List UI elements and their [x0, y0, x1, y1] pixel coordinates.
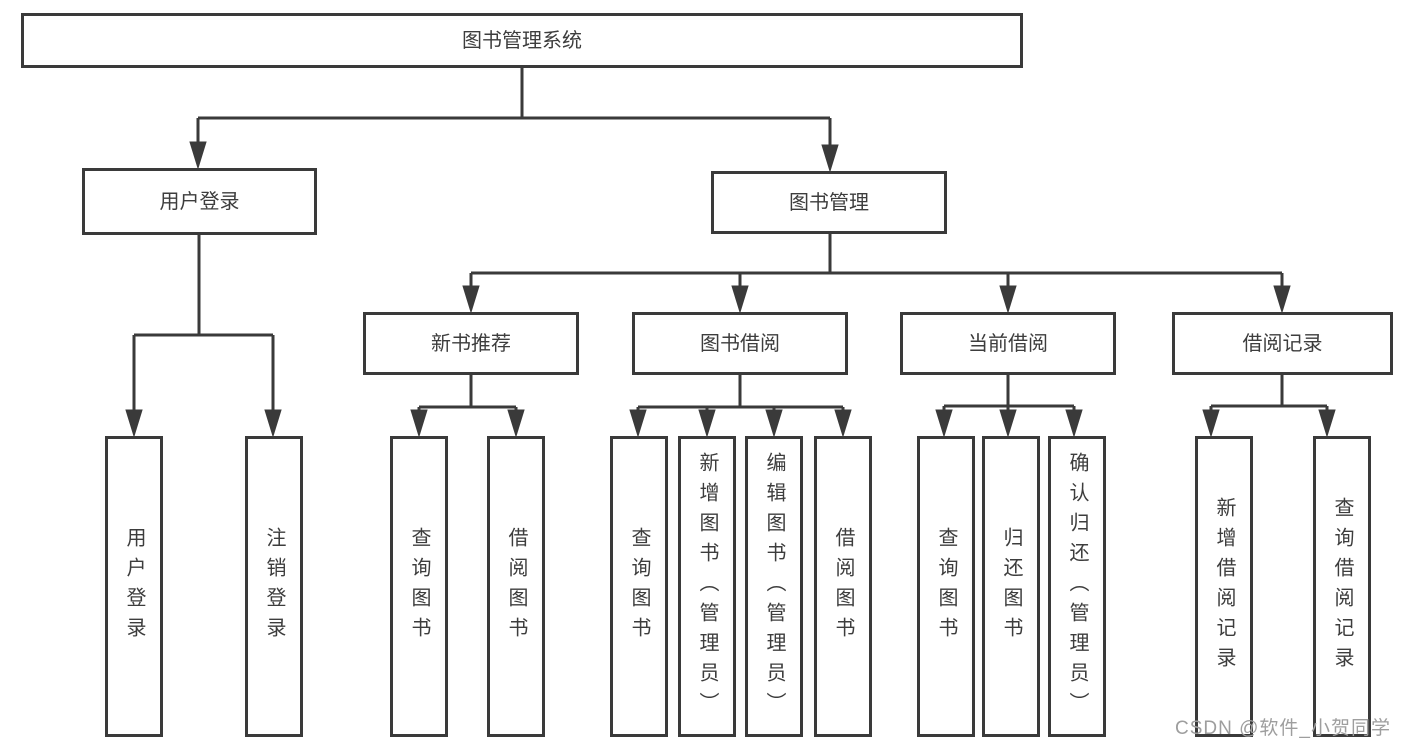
leaf-borrow-book: 借阅图书: [814, 436, 872, 737]
leaf-confirm-return-admin: 确认归还（管理员）: [1048, 436, 1106, 737]
leaf-query-borrow-record: 查询借阅记录: [1313, 436, 1371, 737]
leaf-query-book-current: 查询图书: [917, 436, 975, 737]
node-borrow-records: 借阅记录: [1172, 312, 1393, 375]
node-book-borrow: 图书借阅: [632, 312, 848, 375]
node-current-borrow: 当前借阅: [900, 312, 1116, 375]
node-new-book-recommend: 新书推荐: [363, 312, 579, 375]
leaf-edit-book-admin: 编辑图书（管理员）: [745, 436, 803, 737]
leaf-borrow-book-recommend: 借阅图书: [487, 436, 545, 737]
leaf-return-book: 归还图书: [982, 436, 1040, 737]
leaf-logout-login: 注销登录: [245, 436, 303, 737]
node-user-login: 用户登录: [82, 168, 317, 235]
node-book-management: 图书管理: [711, 171, 947, 234]
leaf-add-borrow-record: 新增借阅记录: [1195, 436, 1253, 737]
node-root: 图书管理系统: [21, 13, 1023, 68]
leaf-query-book-recommend: 查询图书: [390, 436, 448, 737]
leaf-query-book-borrow: 查询图书: [610, 436, 668, 737]
leaf-add-book-admin: 新增图书（管理员）: [678, 436, 736, 737]
leaf-user-login: 用户登录: [105, 436, 163, 737]
csdn-watermark: CSDN @软件_小贺同学: [1175, 718, 1391, 739]
